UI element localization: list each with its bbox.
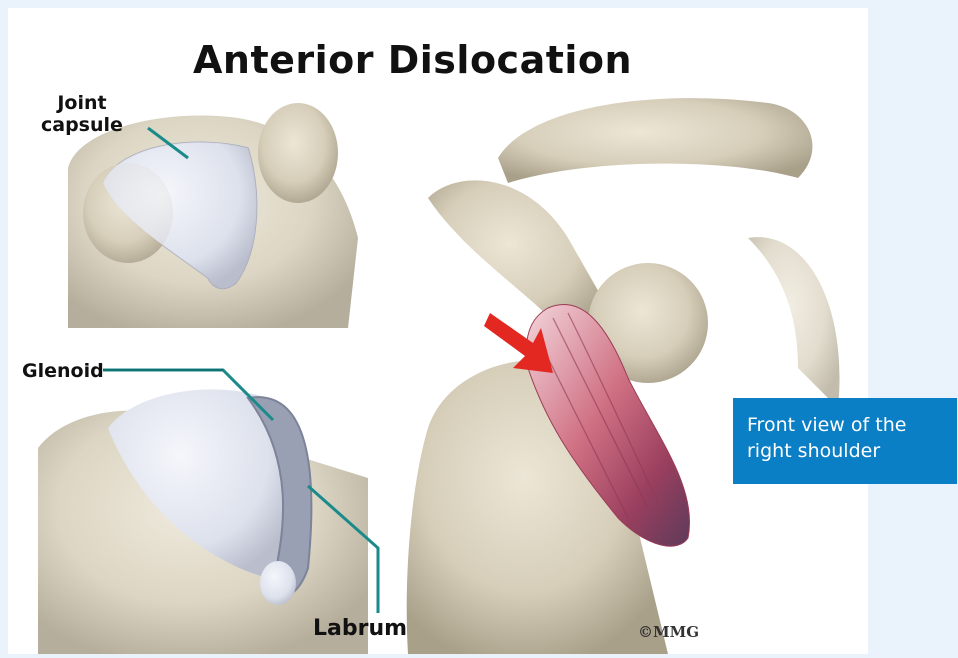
joint-capsule-label: Joint capsule [41, 92, 123, 136]
right-dislocation-view [407, 98, 840, 654]
joint-capsule-label-line1: Joint [41, 92, 123, 114]
top-left-shoulder-view [68, 103, 358, 328]
caption-box: Front view of the right shoulder [733, 398, 957, 484]
copyright-notice: ©MMG [638, 623, 699, 641]
bottom-left-shoulder-view [38, 389, 368, 654]
figure-title: Anterior Dislocation [193, 38, 632, 82]
caption-line1: Front view of the [747, 412, 957, 438]
labrum-label: Labrum [313, 618, 407, 640]
caption-line2: right shoulder [747, 438, 957, 464]
anatomy-illustration: Anterior Dislocation Joint capsule Gleno… [8, 8, 868, 654]
joint-capsule-label-line2: capsule [41, 114, 123, 136]
shoulder-anatomy-drawing [8, 8, 868, 654]
glenoid-label: Glenoid [22, 360, 104, 382]
